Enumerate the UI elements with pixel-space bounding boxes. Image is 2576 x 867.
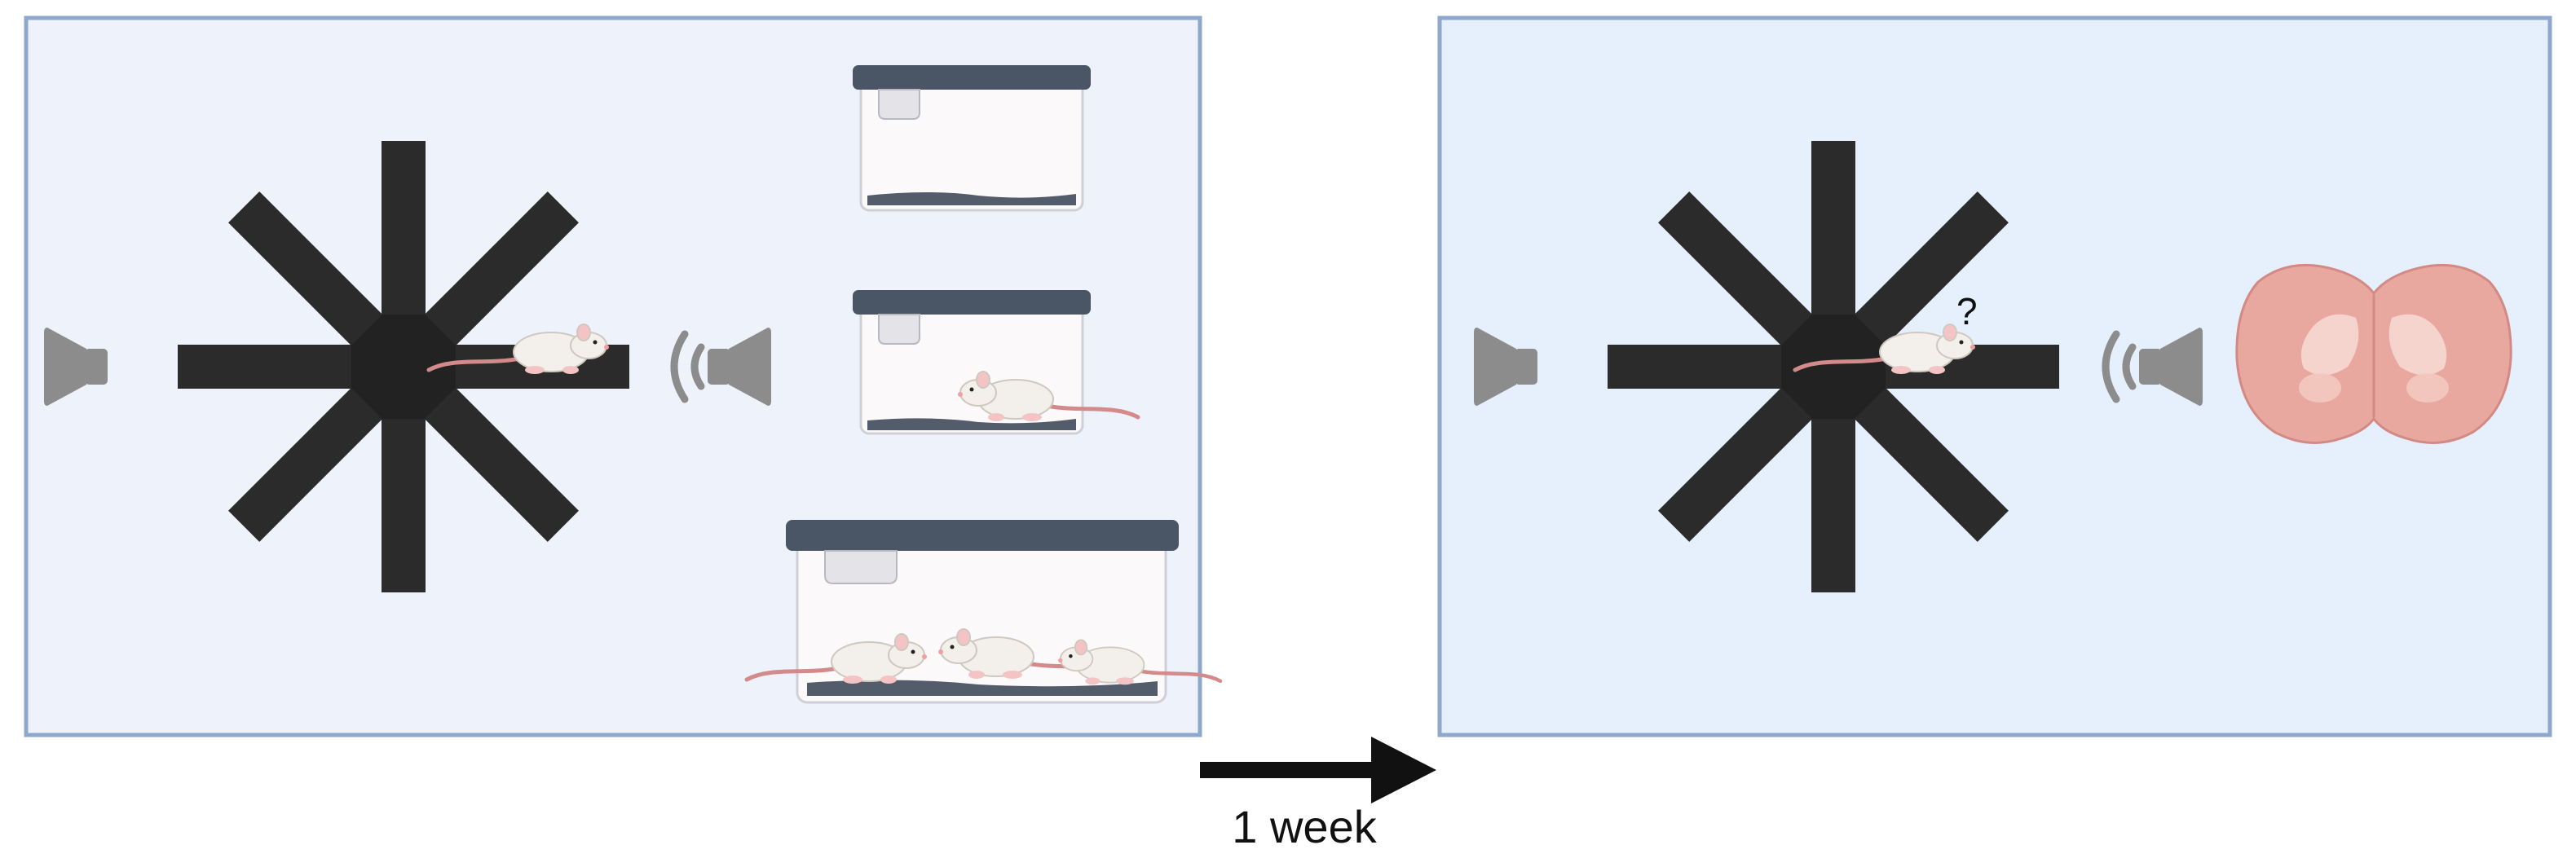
right-radial-arm-maze-icon — [1608, 141, 2059, 592]
brain-slice-icon — [2235, 263, 2512, 444]
left-panel — [24, 15, 1220, 737]
single-rat-cage-icon — [853, 290, 1138, 435]
empty-cage-icon — [853, 65, 1091, 212]
group-cage-icon — [747, 520, 1220, 704]
timeline-label: 1 week — [1232, 801, 1377, 852]
right-panel: ? — [1437, 15, 2552, 737]
question-mark: ? — [1956, 290, 1978, 332]
timeline-arrow — [1200, 737, 1436, 803]
